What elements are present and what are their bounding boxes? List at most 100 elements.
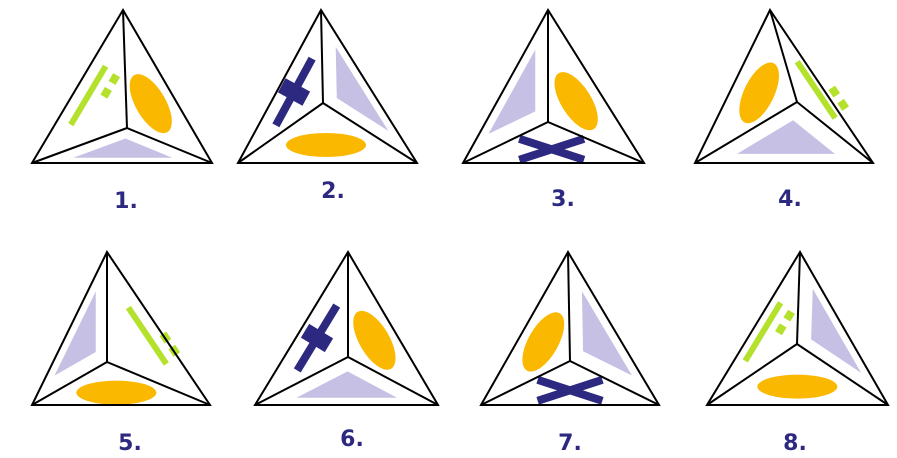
option-label: 2. xyxy=(321,179,345,204)
option-5[interactable]: 5. xyxy=(30,250,212,456)
pyramid-edge-right xyxy=(796,343,889,406)
pyramid-edge-apex xyxy=(567,251,571,362)
orange-ellipse xyxy=(76,380,157,405)
bottom-face-symbol xyxy=(73,138,173,158)
pyramid-outline xyxy=(30,250,212,406)
cross-bar xyxy=(518,135,586,164)
pyramid-edge-left xyxy=(462,121,549,164)
cross-bar xyxy=(536,376,604,405)
pyramid-edge-right xyxy=(796,101,874,164)
stripe-long xyxy=(794,59,838,120)
option-1[interactable]: 1. xyxy=(30,8,214,214)
pyramid-edge-right xyxy=(106,361,211,406)
stripe-short xyxy=(828,85,841,98)
pyramid-edge-left xyxy=(694,101,798,164)
right-face-symbol xyxy=(353,310,396,370)
pyramid-outline xyxy=(705,250,890,406)
pyramid-edge-right xyxy=(569,360,660,406)
purple-triangle xyxy=(335,46,389,132)
pyramid-edge-right xyxy=(126,127,213,164)
option-label: 7. xyxy=(558,431,582,456)
face-bottom xyxy=(707,344,888,405)
left-face-symbol xyxy=(488,49,536,134)
stripe-short xyxy=(108,73,121,85)
right-face-symbol xyxy=(335,46,389,132)
pyramid-edge-apex xyxy=(769,9,798,103)
option-6[interactable]: 6. xyxy=(253,250,440,452)
option-label: 5. xyxy=(118,431,142,456)
option-7[interactable]: 7. xyxy=(479,250,661,456)
stripe-long xyxy=(125,305,169,366)
orange-ellipse xyxy=(286,133,366,157)
right-face-symbol xyxy=(811,288,862,373)
face-bottom xyxy=(481,361,659,405)
pyramid-edge-left xyxy=(480,360,571,406)
pyramid-edge-apex xyxy=(320,9,324,104)
purple-triangle xyxy=(54,291,96,376)
bottom-face-symbol xyxy=(76,380,157,405)
purple-triangle xyxy=(73,138,173,158)
purple-triangle xyxy=(296,371,398,398)
pyramid-outline xyxy=(30,8,214,164)
purple-triangle xyxy=(581,291,632,376)
option-8[interactable]: 8. xyxy=(705,250,890,456)
face-bottom xyxy=(238,103,417,163)
pyramid-edge-left xyxy=(31,361,108,406)
purple-triangle xyxy=(737,120,835,154)
bottom-face-symbol xyxy=(757,374,838,399)
pyramid-edge-right xyxy=(547,121,645,164)
face-bottom xyxy=(463,122,644,163)
orange-ellipse xyxy=(739,62,779,124)
navy-cross-icon xyxy=(536,376,604,405)
bottom-face-symbol xyxy=(536,376,604,405)
stripe-long xyxy=(742,301,784,363)
pyramid-edge-apex xyxy=(122,9,128,129)
right-face-symbol xyxy=(129,74,172,134)
left-face-symbol xyxy=(739,62,779,124)
green-stripes-icon xyxy=(68,64,121,127)
pyramid-edge-right xyxy=(322,102,418,164)
option-2[interactable]: 2. xyxy=(236,8,419,204)
left-face-symbol xyxy=(54,291,96,376)
right-face-symbol xyxy=(581,291,632,376)
pyramid-edge-apex xyxy=(796,251,801,345)
pyramid-edge-left xyxy=(31,127,128,164)
bottom-face-symbol xyxy=(286,133,366,157)
bottom-face-symbol xyxy=(737,120,835,154)
pyramid-outline xyxy=(236,8,419,164)
right-face-symbol xyxy=(554,72,598,131)
stripe-short xyxy=(100,86,112,99)
stripe-short xyxy=(837,98,849,111)
orange-ellipse xyxy=(757,374,838,399)
right-face-symbol xyxy=(794,59,849,120)
green-stripes-icon xyxy=(794,59,849,120)
green-stripes-icon xyxy=(742,301,795,363)
stripe-short xyxy=(775,323,787,336)
purple-triangle xyxy=(811,288,862,373)
left-face-symbol xyxy=(68,64,121,127)
pyramid-edge-left xyxy=(706,343,798,406)
pyramid-outline xyxy=(253,250,440,406)
pyramid-outline xyxy=(693,8,875,164)
stripe-long xyxy=(68,64,109,127)
left-face-symbol xyxy=(272,56,316,128)
pyramid-edge-left xyxy=(254,356,349,406)
cross-bar xyxy=(277,78,311,106)
orange-ellipse xyxy=(353,310,396,370)
navy-cross-icon xyxy=(272,56,316,128)
cross-bar xyxy=(300,323,334,353)
option-label: 6. xyxy=(340,427,364,452)
left-face-symbol xyxy=(742,301,795,363)
option-3[interactable]: 3. xyxy=(461,8,646,212)
left-face-symbol xyxy=(522,312,565,372)
bottom-face-symbol xyxy=(518,135,586,164)
option-4[interactable]: 4. xyxy=(693,8,875,212)
option-label: 4. xyxy=(778,187,802,212)
pyramid-outline xyxy=(479,250,661,406)
orange-ellipse xyxy=(522,312,565,372)
orange-ellipse xyxy=(554,72,598,131)
navy-cross-icon xyxy=(293,303,341,373)
option-label: 1. xyxy=(114,189,138,214)
option-label: 3. xyxy=(551,187,575,212)
